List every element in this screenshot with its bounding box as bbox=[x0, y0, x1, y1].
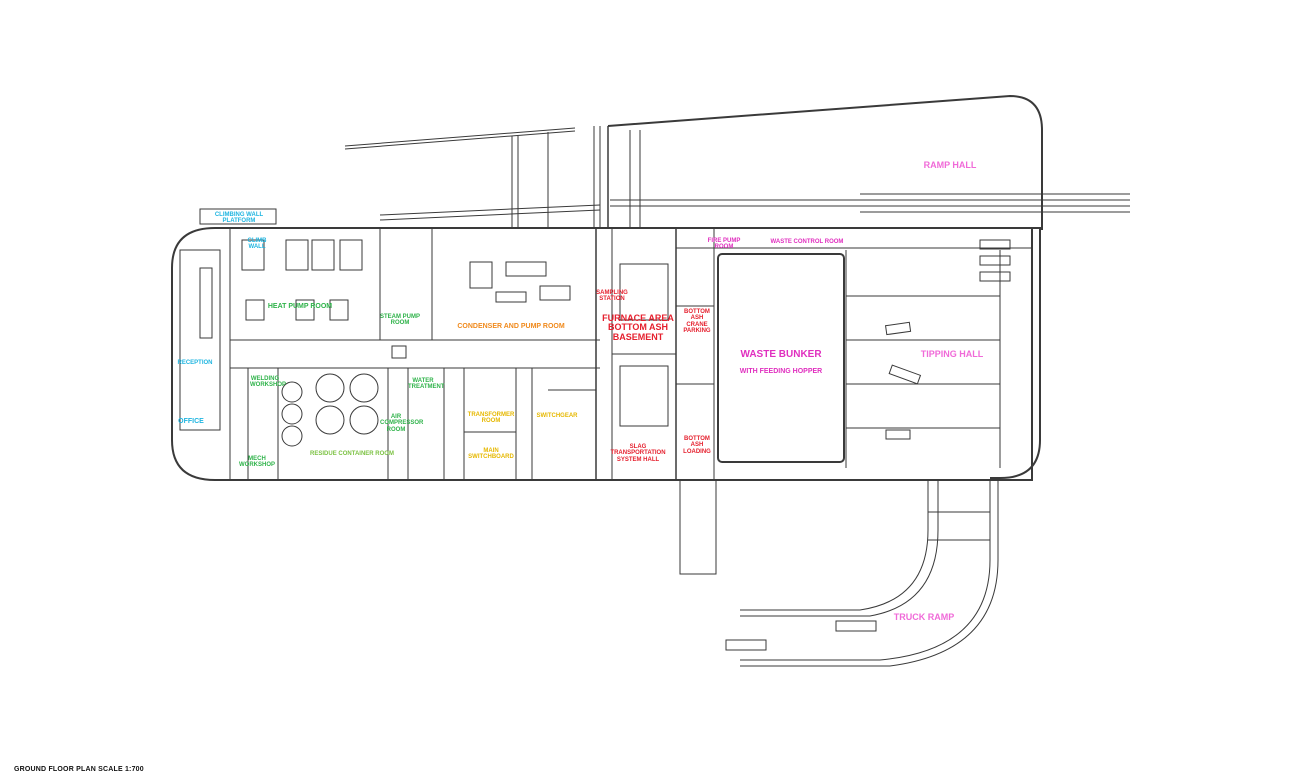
label-welding-workshop: WELDING WORKSHOP bbox=[250, 376, 286, 389]
label-tipping-hall: TIPPING HALL bbox=[920, 349, 984, 359]
label-climbing-wall-platform: CLIMBING WALL PLATFORM bbox=[214, 212, 264, 225]
label-steam-pump-room: STEAM PUMP ROOM bbox=[379, 314, 420, 327]
label-residue-container-room: RESIDUE CONTAINER ROOM bbox=[310, 451, 394, 457]
label-office: OFFICE bbox=[178, 418, 204, 425]
label-transformer-room: TRANSFORMER ROOM bbox=[467, 412, 515, 425]
label-sampling-station: SAMPLING STATION bbox=[596, 290, 628, 303]
label-slag-transportation: SLAG TRANSPORTATION SYSTEM HALL bbox=[610, 444, 666, 463]
label-ramp-hall: RAMP HALL bbox=[923, 160, 977, 170]
label-heat-pump-room: HEAT PUMP ROOM bbox=[267, 303, 333, 310]
label-waste-bunker: WASTE BUNKER bbox=[740, 349, 822, 360]
tipping-hall-wall bbox=[990, 227, 1041, 479]
label-condenser-and-pump-room: CONDENSER AND PUMP ROOM bbox=[457, 323, 565, 330]
label-bottom-ash-loading: BOTTOM ASH LOADING bbox=[683, 436, 711, 455]
plan-caption: GROUND FLOOR PLAN SCALE 1:700 bbox=[14, 766, 144, 773]
waste-bunker-pit bbox=[717, 253, 845, 463]
label-truck-ramp: TRUCK RAMP bbox=[893, 612, 955, 622]
building-outline bbox=[171, 227, 1033, 481]
label-main-switchboard: MAIN SWITCHBOARD bbox=[468, 448, 514, 461]
ramp-hall-outline bbox=[607, 94, 1043, 230]
label-reception: RECEPTION bbox=[177, 360, 213, 366]
label-switchgear-room: SWITCHGEAR bbox=[536, 413, 578, 419]
label-feeding-hopper: WITH FEEDING HOPPER bbox=[739, 368, 823, 375]
label-furnace-area: FURNACE AREA BOTTOM ASH BASEMENT bbox=[602, 313, 674, 342]
label-mechanical-workshop: MECH WORKSHOP bbox=[239, 456, 275, 469]
truck-ramp-outer bbox=[740, 480, 929, 611]
truck-ramp-inner bbox=[740, 480, 991, 661]
label-water-treatment: WATER TREATMENT bbox=[408, 378, 445, 391]
label-air-compressor-room: AIR COMPRESSOR ROOM bbox=[380, 414, 424, 433]
label-climbing-wall: CLIMB WALL bbox=[247, 238, 267, 251]
label-waste-control-room: WASTE CONTROL ROOM bbox=[770, 239, 844, 245]
label-fire-pump-room: FIRE PUMP ROOM bbox=[707, 238, 741, 251]
label-bottom-ash-crane-parking: BOTTOM ASH CRANE PARKING bbox=[683, 309, 711, 334]
